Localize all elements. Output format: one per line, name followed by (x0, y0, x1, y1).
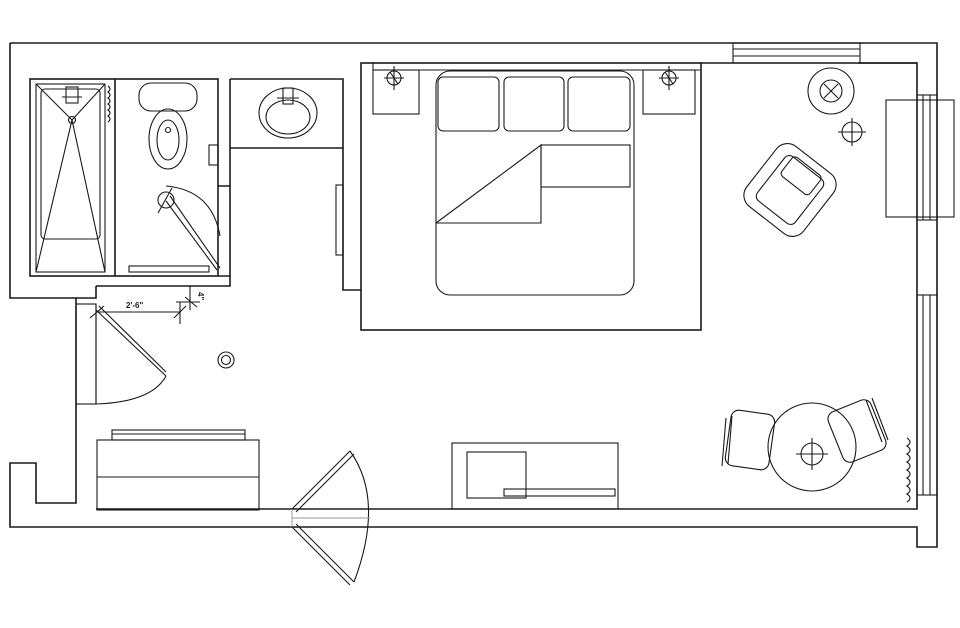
curtain (906, 437, 911, 503)
bathtub-icon (35, 83, 111, 273)
chair-right (827, 397, 889, 463)
toilet-icon (138, 82, 219, 170)
table-lamp-icon (796, 438, 828, 470)
dimension-line: 2'-6" 4" (89, 286, 205, 324)
dimension-label: 2'-6" (126, 301, 143, 310)
lamp-icon (659, 66, 679, 90)
sink-icon (258, 87, 318, 139)
bathroom-walls (29, 78, 361, 299)
closet-door (75, 303, 167, 405)
bath-door (128, 185, 221, 273)
bed (435, 70, 635, 296)
small-dimension-label: 4" (196, 292, 205, 300)
chair-left (721, 409, 776, 471)
entry-door (291, 450, 370, 586)
armchair (743, 142, 837, 238)
right-window-upper (916, 94, 938, 221)
outlet-icon (838, 118, 866, 146)
wall-unit (885, 99, 955, 218)
floor-lamp-icon (807, 67, 855, 115)
smoke-detector-icon (217, 351, 235, 369)
round-table (767, 402, 857, 492)
closet (96, 429, 260, 511)
bed-zone (360, 62, 702, 331)
desk (451, 442, 619, 510)
top-window (732, 42, 861, 64)
nightstand-left (372, 69, 420, 115)
right-window-lower (916, 294, 938, 496)
lamp-icon (384, 66, 404, 90)
